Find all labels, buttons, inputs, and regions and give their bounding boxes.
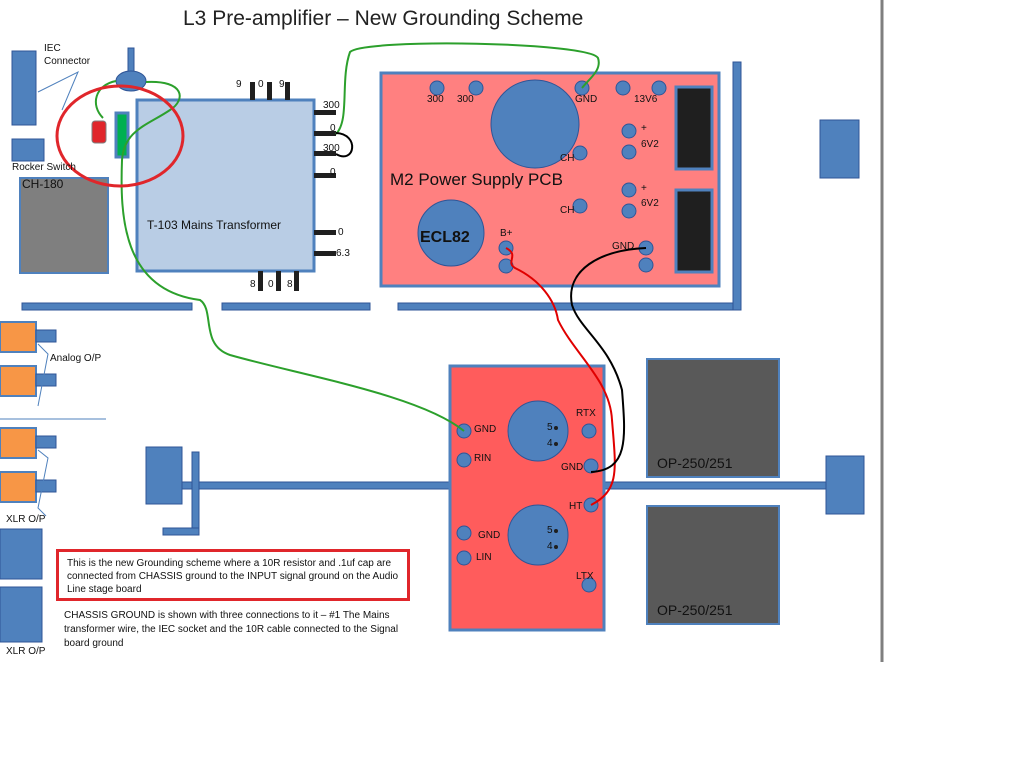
psu-pin-6v2-2: 6V2: [641, 198, 659, 209]
ch180-label: CH-180: [22, 177, 64, 191]
iec-connector-label: IEC Connector: [44, 43, 91, 67]
xlr-op-label-1: XLR O/P: [6, 514, 46, 525]
transformer-pin-right-3: 300: [323, 143, 340, 154]
line-pin-ht: HT: [569, 501, 583, 512]
chassis-rail: [732, 61, 742, 311]
line-pin-lin: LIN: [476, 552, 492, 563]
transformer-pins-top: [250, 82, 290, 100]
chassis-rail: [397, 302, 735, 311]
ground-wire-psu-to-transformer: [335, 42, 600, 135]
psu-pin-gnd-bottom: GND: [612, 241, 635, 252]
line-tube-top: [507, 400, 569, 462]
psu-connector-block: [674, 85, 714, 171]
tube1-pin-5: 5: [547, 422, 553, 433]
chassis-rail: [21, 302, 193, 311]
rocker-switch-block: [11, 138, 45, 162]
psu-pin-300a: 300: [427, 94, 444, 105]
psu-pin-300b: 300: [457, 94, 474, 105]
psu-large-capacitor: [490, 79, 580, 169]
op250-module-top: [646, 358, 780, 478]
analog-op-label: Analog O/P: [50, 353, 102, 364]
chassis-rail: [191, 451, 200, 535]
grounding-note-box: This is the new Grounding scheme where a…: [56, 549, 410, 601]
op250-module-bottom: [646, 505, 780, 625]
transformer-body: [135, 98, 316, 273]
line-pin-gnd-2: GND: [478, 530, 501, 541]
tube2-pin-4: 4: [547, 541, 553, 552]
transformer-label: T-103 Mains Transformer: [147, 218, 282, 232]
rocker-switch-label: Rocker Switch: [12, 162, 76, 173]
tube-pin-dots: [554, 426, 558, 549]
ecl82-label: ECL82: [420, 229, 470, 246]
transformer-pins-right: [314, 110, 336, 256]
transformer-pin-right-2: 0: [330, 123, 336, 134]
psu-pin-bplus: B+: [500, 228, 513, 239]
xlr-op-label-2: XLR O/P: [6, 646, 46, 657]
line-pin-rtx: RTX: [576, 408, 596, 419]
chassis-rail: [221, 302, 371, 311]
diagram-title: L3 Pre-amplifier – New Grounding Scheme: [183, 7, 584, 30]
op250-bottom-label: OP-250/251: [657, 602, 733, 618]
tube1-pin-4: 4: [547, 438, 553, 449]
line-board-pads: [456, 423, 599, 593]
transformer-pin-right-5: 0: [338, 227, 344, 238]
xlr-socket-block: [0, 528, 43, 580]
chassis-end-block: [145, 446, 183, 505]
op250-top-label: OP-250/251: [657, 455, 733, 471]
psu-pin-13v6: 13V6: [634, 94, 658, 105]
transformer-pin-bottom-1: 8: [250, 279, 256, 290]
highlight-circle: [55, 84, 185, 188]
line-tube-bottom: [507, 504, 569, 566]
psu-pin-plus-2: +: [641, 183, 647, 194]
chassis-end-block: [825, 455, 865, 515]
line-pin-gnd-1: GND: [474, 424, 497, 435]
iec-connector-block: [11, 50, 37, 126]
transformer-pin-right-6: 6.3: [336, 248, 350, 259]
transformer-pin-top-3: 9: [279, 79, 285, 90]
psu-connector-block: [674, 188, 714, 274]
psu-pin-plus-1: +: [641, 123, 647, 134]
chassis-end-block: [819, 119, 860, 179]
analog-pointer: [37, 343, 49, 407]
transformer-pins-bottom: [258, 271, 299, 291]
psu-pin-ch-2: CH: [560, 205, 575, 216]
line-pin-rin: RIN: [474, 453, 492, 464]
xlr-socket-block: [0, 586, 43, 643]
line-pin-gnd-mid: GND: [561, 462, 584, 473]
capacitor-component: [114, 111, 130, 159]
ground-wire-transformer-to-lug: [120, 80, 465, 432]
tube2-pin-5: 5: [547, 525, 553, 536]
transformer-300v-jumper: [335, 132, 354, 158]
transformer-pin-right-1: 300: [323, 100, 340, 111]
iec-pointer: [37, 70, 79, 111]
xlr-output-socket: [0, 427, 57, 459]
ecl82-tube: [417, 199, 485, 267]
transformer-pin-top-2: 0: [258, 79, 264, 90]
gnd-black-wire: [570, 247, 647, 473]
chassis-rail: [162, 527, 200, 536]
ground-wire-iec-to-lug: [94, 80, 117, 119]
resistor-component: [91, 120, 107, 144]
psu-pin-ch-1: CH: [560, 153, 575, 164]
analog-output-socket: [0, 321, 57, 353]
transformer-pin-right-4: 0: [330, 167, 336, 178]
analog-output-socket: [0, 365, 57, 397]
xlr-pointer: [37, 449, 49, 517]
psu-pin-gnd-top: GND: [575, 94, 598, 105]
transformer-pin-bottom-3: 8: [287, 279, 293, 290]
transformer-pin-bottom-2: 0: [268, 279, 274, 290]
xlr-output-socket: [0, 471, 57, 503]
transformer-pin-top-1: 9: [236, 79, 242, 90]
ch180-block: [19, 177, 109, 274]
psu-label: M2 Power Supply PCB: [390, 170, 563, 189]
psu-pin-6v2-1: 6V2: [641, 139, 659, 150]
chassis-ground-note: CHASSIS GROUND is shown with three conne…: [64, 610, 399, 649]
line-pin-ltx: LTX: [576, 571, 594, 582]
